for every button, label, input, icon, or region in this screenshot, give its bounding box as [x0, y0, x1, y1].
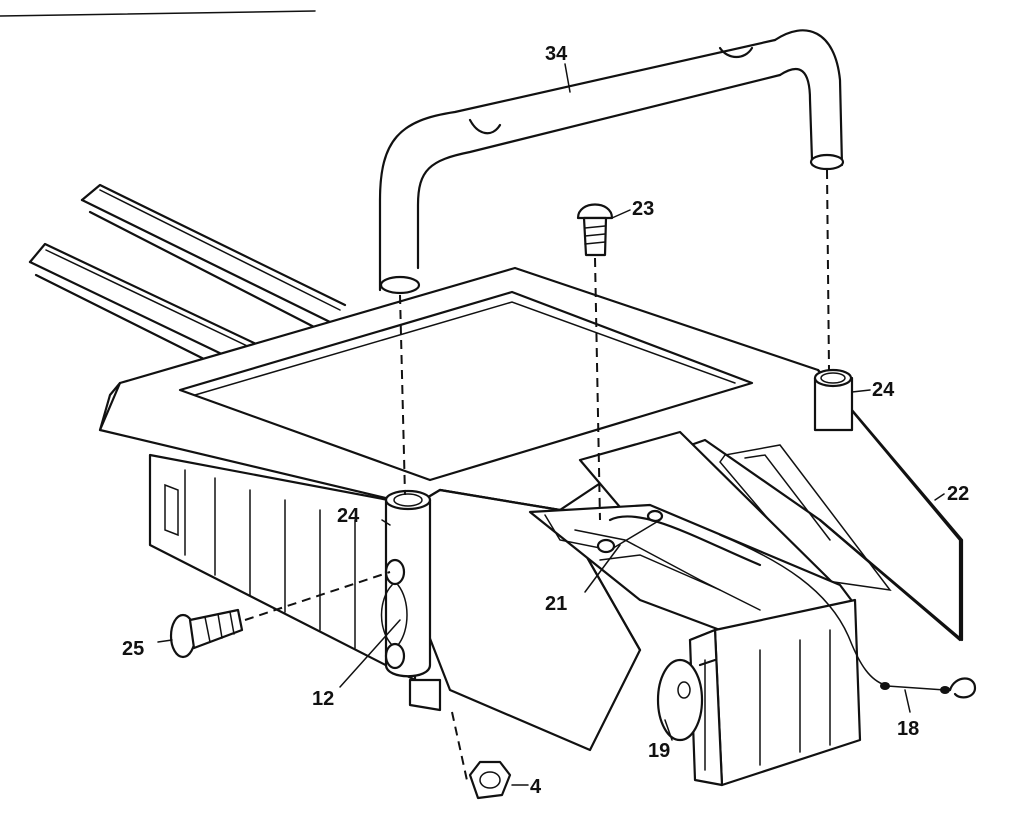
callout-4: 4: [530, 776, 542, 798]
callout-24-left: 24: [337, 505, 360, 527]
callout-25: 25: [122, 638, 144, 660]
tube-24-right: [813, 368, 854, 432]
screw-23: [576, 203, 614, 257]
callout-22: 22: [947, 483, 969, 505]
callout-23: 23: [632, 198, 654, 220]
assembly-dashed-lines: [244, 169, 830, 786]
tube-24-left: [384, 489, 432, 678]
scan-edge-line: [0, 10, 316, 17]
motor-block-19: [656, 598, 862, 787]
callout-34: 34: [545, 43, 568, 65]
base-housing-22: [98, 266, 964, 752]
nut-4: [468, 760, 512, 800]
callout-19: 19: [648, 740, 670, 762]
clamp-12: [380, 558, 408, 670]
cable-18: [719, 534, 977, 699]
callout-18: 18: [897, 718, 919, 740]
callout-labels: 34 23 24 22 24 21 25 12 19 18 4: [122, 43, 969, 798]
pipe-handle-34: [378, 29, 845, 295]
callout-24-right: 24: [872, 379, 895, 401]
arm-rails: [28, 183, 347, 374]
bolt-25: [169, 608, 244, 659]
callout-21: 21: [545, 593, 567, 615]
leader-lines: [157, 63, 945, 786]
tab-4-bracket: [408, 678, 442, 712]
callout-12: 12: [312, 688, 334, 710]
